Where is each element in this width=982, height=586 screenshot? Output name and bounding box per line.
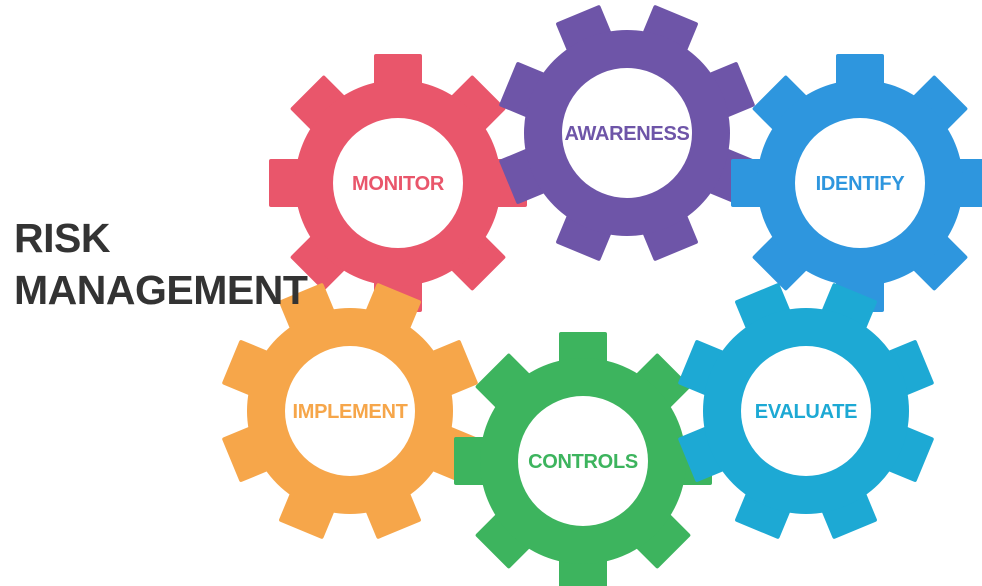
gear-hole <box>285 346 415 476</box>
gear-label-identify: IDENTIFY <box>816 173 906 195</box>
gear-label-evaluate: EVALUATE <box>755 401 857 423</box>
gear-implement: IMPLEMENT <box>222 283 478 539</box>
gear-label-controls: CONTROLS <box>528 451 638 473</box>
gear-evaluate: EVALUATE <box>678 283 934 539</box>
gear-tooth <box>752 75 811 134</box>
title-line-2: MANAGEMENT <box>14 267 308 313</box>
title-line-1: RISK <box>14 215 110 261</box>
gear-hole <box>741 346 871 476</box>
gear-hole <box>333 118 463 248</box>
gear-hole <box>562 68 692 198</box>
gear-label-monitor: MONITOR <box>352 173 445 195</box>
gear-identify: IDENTIFY <box>731 54 982 312</box>
gear-tooth <box>475 353 534 412</box>
gear-tooth <box>632 353 691 412</box>
gear-tooth <box>909 232 968 291</box>
gear-awareness: AWARENESS <box>499 5 755 261</box>
gear-label-implement: IMPLEMENT <box>292 401 407 423</box>
gear-tooth <box>909 75 968 134</box>
gear-tooth <box>290 75 349 134</box>
gear-hole <box>518 396 648 526</box>
gear-tooth <box>447 75 506 134</box>
gear-tooth <box>632 510 691 569</box>
gear-monitor: MONITOR <box>269 54 527 312</box>
gear-tooth <box>290 232 349 291</box>
gear-tooth <box>475 510 534 569</box>
gear-hole <box>795 118 925 248</box>
gear-controls: CONTROLS <box>454 332 712 586</box>
gear-tooth <box>752 232 811 291</box>
gear-label-awareness: AWARENESS <box>564 123 689 145</box>
gear-tooth <box>447 232 506 291</box>
